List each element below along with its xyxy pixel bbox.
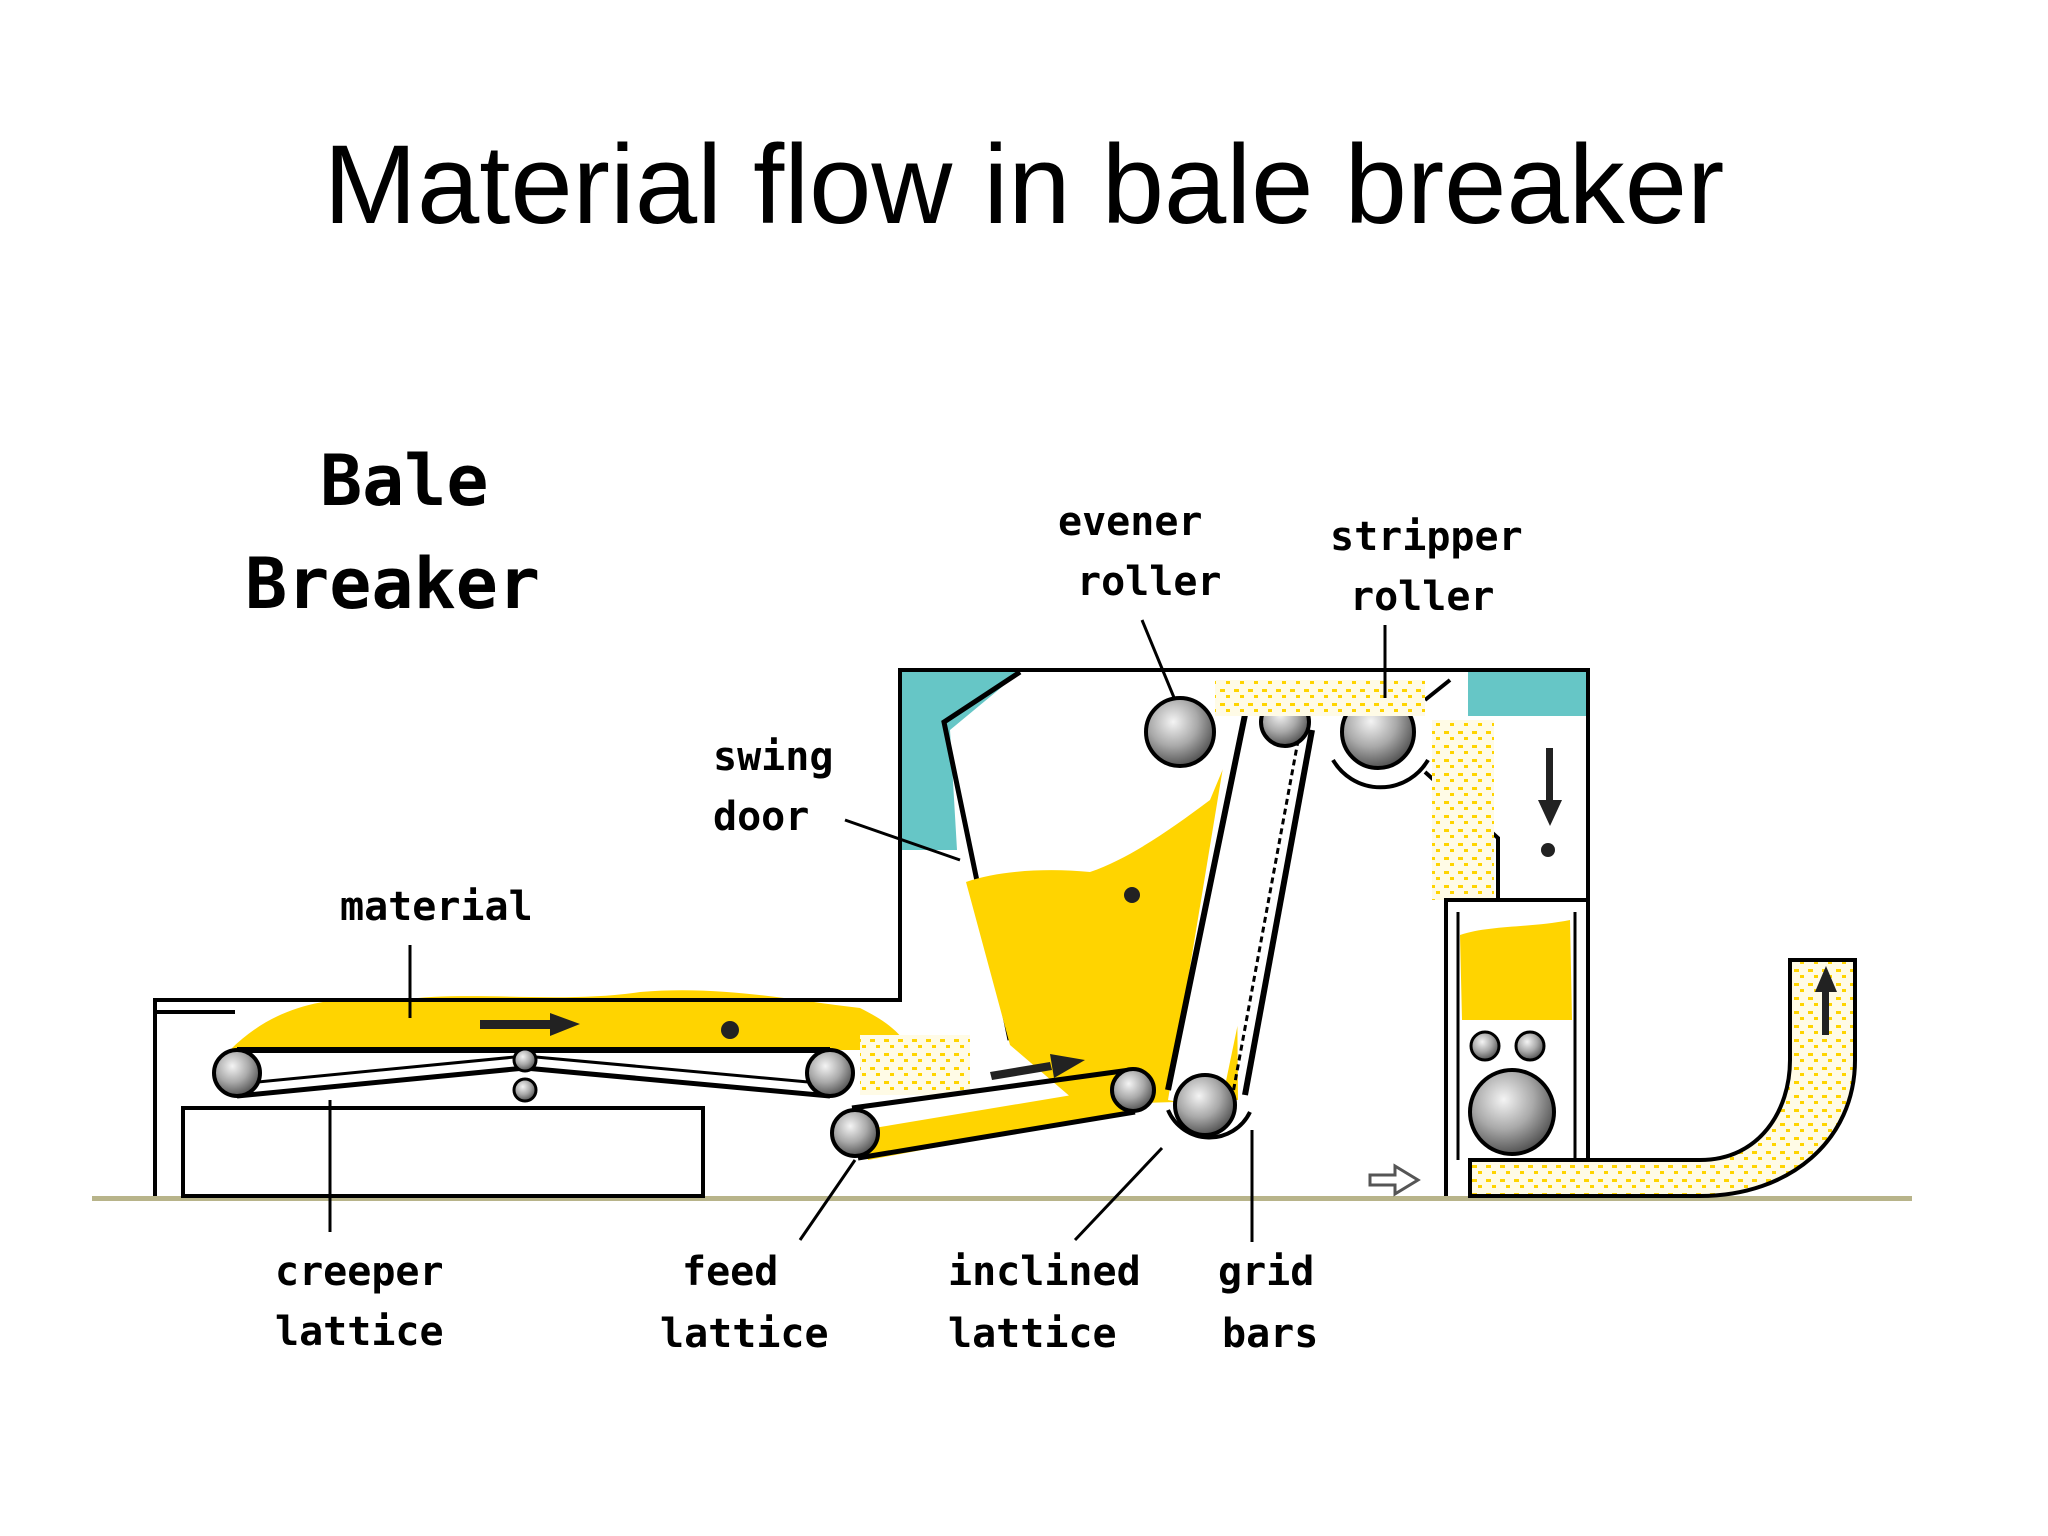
teal-panel-right <box>1468 672 1586 716</box>
evener-roller <box>1144 696 1216 768</box>
label-feed-2: lattice <box>660 1311 829 1357</box>
label-creeper-1: creeper <box>275 1249 444 1295</box>
hopper-material <box>966 740 1238 1105</box>
inclined-lattice <box>1165 696 1315 1140</box>
loose-fibres-1 <box>860 1035 970 1095</box>
material-on-creeper <box>230 990 910 1050</box>
air-inlet-arrow <box>1368 1163 1421 1197</box>
label-swing-door-2: door <box>713 794 809 840</box>
stripper-baffle <box>1423 678 1452 702</box>
stripper-fibres <box>1215 680 1425 716</box>
label-grid-1: grid <box>1218 1249 1314 1295</box>
flow-arrow-feed <box>990 1054 1085 1080</box>
flow-arrow-down <box>1538 748 1562 826</box>
leader-lines <box>328 619 1387 1242</box>
chute-particle <box>1541 843 1555 857</box>
label-evener-2: roller <box>1077 559 1222 605</box>
label-inclined-2: lattice <box>948 1311 1117 1357</box>
flow-arrow-creeper <box>480 1013 580 1036</box>
stripper-housing <box>1331 758 1430 790</box>
label-stripper-1: stripper <box>1330 514 1523 560</box>
label-feed-1: feed <box>682 1249 778 1295</box>
delivery-unit <box>1444 898 1590 1196</box>
label-material: material <box>340 884 533 930</box>
falling-fibres <box>1432 720 1494 900</box>
label-stripper-2: roller <box>1350 574 1495 620</box>
hopper-particle <box>1124 887 1140 903</box>
label-creeper-2: lattice <box>275 1309 444 1355</box>
creeper-lattice <box>212 1021 855 1103</box>
outlet-duct <box>1468 958 1857 1198</box>
diagram-heading-line2: Breaker <box>245 543 540 625</box>
label-grid-2: bars <box>1222 1311 1318 1357</box>
label-evener-1: evener <box>1058 499 1203 545</box>
teal-panel-left <box>902 672 1020 850</box>
label-inclined-1: inclined <box>948 1249 1141 1295</box>
slide-title: Material flow in bale breaker <box>323 122 1725 247</box>
floor-line <box>92 1196 1912 1201</box>
diagram-heading-line1: Bale <box>320 440 489 522</box>
label-swing-door-1: swing <box>713 734 833 780</box>
feed-lattice <box>830 1067 1156 1161</box>
